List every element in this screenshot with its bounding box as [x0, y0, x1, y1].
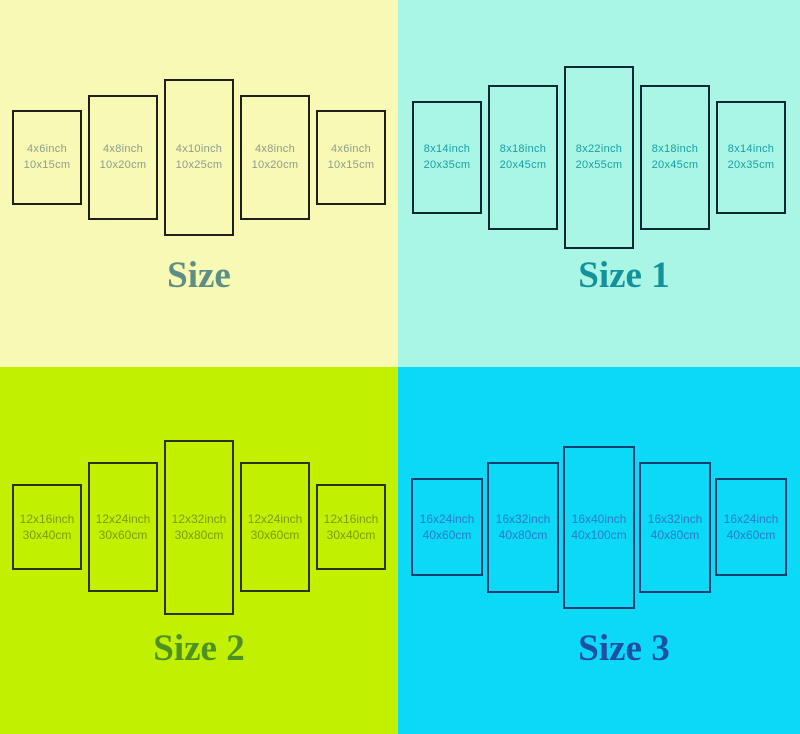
panel-inch-label: 16x32inch: [647, 512, 703, 526]
panel-cm-label: 30x40cm: [326, 528, 376, 542]
panel: 16x32inch 40x80cm: [639, 461, 711, 593]
panel-cm-label: 30x40cm: [22, 528, 72, 542]
panel-row: 16x24inch 40x60cm 16x32inch 40x80cm 16x4…: [398, 367, 800, 687]
panel: 4x6inch 10x15cm: [12, 109, 82, 205]
panel-cm-label: 40x60cm: [422, 528, 472, 542]
size-title: Size 2: [153, 628, 245, 669]
panel-cm-label: 40x100cm: [571, 528, 627, 542]
panel-inch-label: 16x24inch: [419, 512, 475, 526]
panel-inch-label: 16x32inch: [495, 512, 551, 526]
panel: 12x24inch 30x60cm: [88, 462, 158, 592]
panel-inch-label: 16x24inch: [723, 512, 779, 526]
panel-row: 12x16inch 30x40cm 12x24inch 30x60cm 12x3…: [0, 367, 398, 687]
panel-cm-label: 10x15cm: [23, 159, 71, 171]
panel: 8x18inch 20x45cm: [640, 84, 710, 230]
panel: 12x24inch 30x60cm: [240, 462, 310, 592]
panel: 16x40inch 40x100cm: [563, 445, 635, 609]
panel-cm-label: 20x45cm: [499, 159, 547, 171]
panel: 12x16inch 30x40cm: [316, 484, 386, 570]
panel-cm-label: 10x25cm: [175, 159, 223, 171]
size-quadrant-size-2: 12x16inch 30x40cm 12x24inch 30x60cm 12x3…: [0, 367, 398, 734]
size-quadrant-size: 4x6inch 10x15cm 4x8inch 10x20cm 4x10inch…: [0, 0, 398, 367]
panel: 8x14inch 20x35cm: [716, 100, 786, 214]
panel-cm-label: 10x20cm: [99, 159, 147, 171]
panel-inch-label: 8x22inch: [575, 143, 623, 155]
panel-inch-label: 16x40inch: [571, 512, 627, 526]
panel-cm-label: 40x80cm: [650, 528, 700, 542]
panel-inch-label: 4x6inch: [330, 143, 371, 155]
panel-cm-label: 20x35cm: [423, 159, 471, 171]
panel-cm-label: 20x35cm: [727, 159, 775, 171]
panel: 8x18inch 20x45cm: [488, 84, 558, 230]
panel-inch-label: 12x24inch: [95, 512, 151, 526]
panel-row: 4x6inch 10x15cm 4x8inch 10x20cm 4x10inch…: [0, 0, 398, 314]
panel-inch-label: 12x32inch: [171, 512, 227, 526]
panel: 4x8inch 10x20cm: [88, 94, 158, 220]
panel: 12x16inch 30x40cm: [12, 484, 82, 570]
panel-cm-label: 20x45cm: [651, 159, 699, 171]
panel: 16x24inch 40x60cm: [411, 478, 483, 576]
panel: 12x32inch 30x80cm: [164, 439, 234, 615]
size-quadrant-size-1: 8x14inch 20x35cm 8x18inch 20x45cm 8x22in…: [398, 0, 800, 367]
panel-cm-label: 30x60cm: [250, 528, 300, 542]
panel-inch-label: 8x18inch: [651, 143, 699, 155]
panel-inch-label: 4x6inch: [26, 143, 67, 155]
panel-inch-label: 8x14inch: [727, 143, 775, 155]
panel: 16x32inch 40x80cm: [487, 461, 559, 593]
panel-cm-label: 40x60cm: [726, 528, 776, 542]
panel-inch-label: 12x16inch: [19, 512, 75, 526]
size-title: Size 3: [578, 628, 670, 669]
panel-cm-label: 30x80cm: [174, 528, 224, 542]
panel: 4x8inch 10x20cm: [240, 94, 310, 220]
panel-cm-label: 30x60cm: [98, 528, 148, 542]
panel-row: 8x14inch 20x35cm 8x18inch 20x45cm 8x22in…: [398, 0, 800, 314]
panel-cm-label: 10x15cm: [327, 159, 375, 171]
panel-inch-label: 12x16inch: [323, 512, 379, 526]
panel-cm-label: 40x80cm: [498, 528, 548, 542]
panel-inch-label: 4x8inch: [102, 143, 143, 155]
size-title: Size: [167, 255, 231, 296]
panel-cm-label: 20x55cm: [575, 159, 623, 171]
panel: 4x10inch 10x25cm: [164, 78, 234, 236]
panel: 4x6inch 10x15cm: [316, 109, 386, 205]
panel: 16x24inch 40x60cm: [715, 478, 787, 576]
size-quadrant-size-3: 16x24inch 40x60cm 16x32inch 40x80cm 16x4…: [398, 367, 800, 734]
panel: 8x14inch 20x35cm: [412, 100, 482, 214]
panel-inch-label: 4x10inch: [175, 143, 223, 155]
panel-inch-label: 4x8inch: [254, 143, 295, 155]
panel-inch-label: 8x18inch: [499, 143, 547, 155]
panel-cm-label: 10x20cm: [251, 159, 299, 171]
size-title: Size 1: [578, 255, 670, 296]
panel-inch-label: 8x14inch: [423, 143, 471, 155]
panel: 8x22inch 20x55cm: [564, 65, 634, 249]
panel-inch-label: 12x24inch: [247, 512, 303, 526]
